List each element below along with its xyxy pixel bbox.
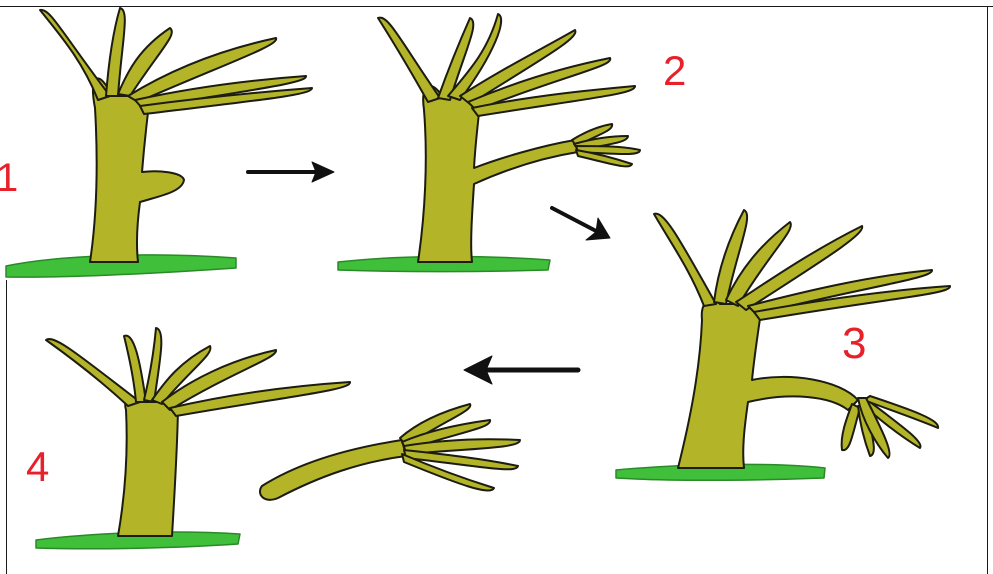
hydra-2-tentacle-a [378,18,440,102]
stage-label-3: 3 [842,322,866,366]
hydra-body-4 [118,397,178,536]
hydra-stage-1 [6,8,312,277]
stage-label-4: 4 [26,446,49,488]
hydra-3-bud-tentacle-a [842,404,860,450]
arrow-stage2-to-stage3 [552,208,610,240]
arrow-stage1-to-stage2 [248,162,334,182]
arrow-stage3-to-stage4 [464,356,578,384]
hydra-stage-4 [36,328,520,549]
stage-label-1: 1 [0,158,18,198]
detached-bud-body [260,440,406,500]
hydra-body-3 [678,300,858,468]
hydra-1-tentacle-a [40,10,110,100]
stage-label-2: 2 [663,50,686,92]
hydra-3-tentacle-a [654,214,716,306]
hydra-4-tentacle-a [46,339,140,406]
hydra-stage-3 [616,210,950,480]
